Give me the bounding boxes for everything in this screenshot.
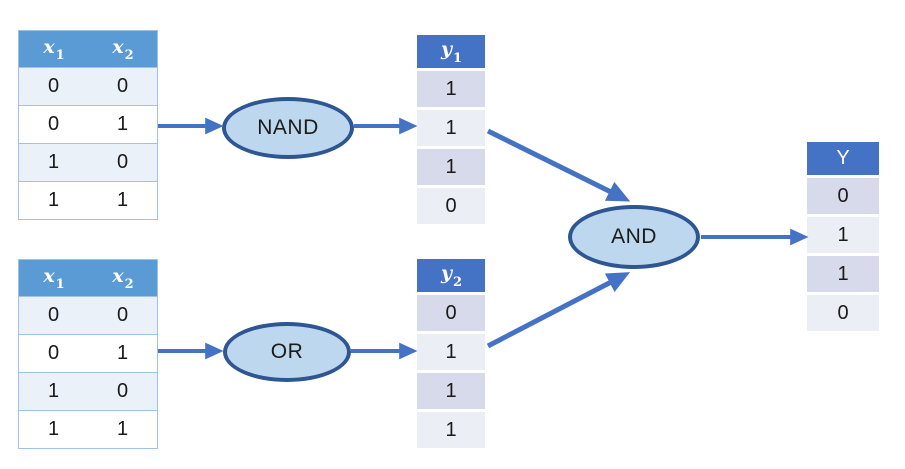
table-cell: 1: [417, 334, 485, 370]
input-table-bottom-header: x1 x2: [19, 260, 157, 296]
x2-header-label: x2: [112, 35, 134, 64]
table-cell: 1: [47, 151, 60, 173]
table-cell: 0: [807, 178, 879, 214]
or-gate-label: OR: [270, 340, 304, 363]
y1-header-label: y1: [440, 38, 463, 66]
input-table-top-header: x1 x2: [19, 31, 157, 67]
y2-header-label: y2: [440, 262, 463, 290]
table-cell: 0: [417, 295, 485, 331]
x2-header-label: x2: [112, 264, 134, 293]
input-table-top: x1 x2 0 0 0 1 1 0 1 1: [18, 30, 158, 220]
table-row: 1 0: [19, 143, 157, 181]
y1-table-header: y1: [417, 35, 485, 68]
table-cell: 1: [417, 373, 485, 409]
table-cell: 1: [47, 380, 60, 402]
table-cell: 1: [47, 189, 60, 211]
table-row: 0 1: [19, 105, 157, 143]
and-gate-label: AND: [611, 225, 657, 248]
table-cell: 1: [116, 418, 129, 440]
or-gate-ellipse: OR: [223, 322, 351, 382]
table-cell: 0: [116, 151, 129, 173]
table-row: 1 0: [19, 372, 157, 410]
table-cell: 0: [807, 295, 879, 331]
table-cell: 1: [417, 412, 485, 448]
table-cell: 1: [116, 113, 129, 135]
output-table-header: Y: [807, 142, 879, 175]
table-cell: 0: [47, 75, 60, 97]
table-row: 0 0: [19, 67, 157, 105]
table-cell: 0: [417, 188, 485, 224]
y-output-header-label: Y: [836, 147, 850, 169]
table-row: 0 1: [19, 334, 157, 372]
table-cell: 1: [116, 189, 129, 211]
table-cell: 0: [47, 304, 60, 326]
table-row: 1 1: [19, 410, 157, 448]
y1-table: y1 1 1 1 0: [417, 35, 485, 224]
table-cell: 1: [417, 149, 485, 185]
y2-table: y2 0 1 1 1: [417, 259, 485, 448]
x1-header-label: x1: [43, 35, 65, 64]
output-table: Y 0 1 1 0: [807, 142, 879, 331]
table-cell: 1: [116, 342, 129, 364]
arrow-y2-to-and: [486, 272, 631, 349]
table-cell: 0: [116, 304, 129, 326]
table-cell: 1: [417, 71, 485, 107]
table-row: 1 1: [19, 181, 157, 219]
table-cell: 0: [116, 75, 129, 97]
input-table-bottom: x1 x2 0 0 0 1 1 0 1 1: [18, 259, 158, 449]
table-cell: 1: [807, 217, 879, 253]
table-cell: 0: [47, 342, 60, 364]
nand-gate-ellipse: NAND: [222, 97, 354, 159]
y2-table-header: y2: [417, 259, 485, 292]
table-row: 0 0: [19, 296, 157, 334]
table-cell: 0: [116, 380, 129, 402]
and-gate-ellipse: AND: [568, 205, 700, 269]
table-cell: 1: [807, 256, 879, 292]
x1-header-label: x1: [43, 264, 65, 293]
table-cell: 1: [417, 110, 485, 146]
table-cell: 1: [47, 418, 60, 440]
arrow-y1-to-and: [486, 128, 631, 202]
nand-gate-label: NAND: [257, 116, 319, 139]
table-cell: 0: [47, 113, 60, 135]
